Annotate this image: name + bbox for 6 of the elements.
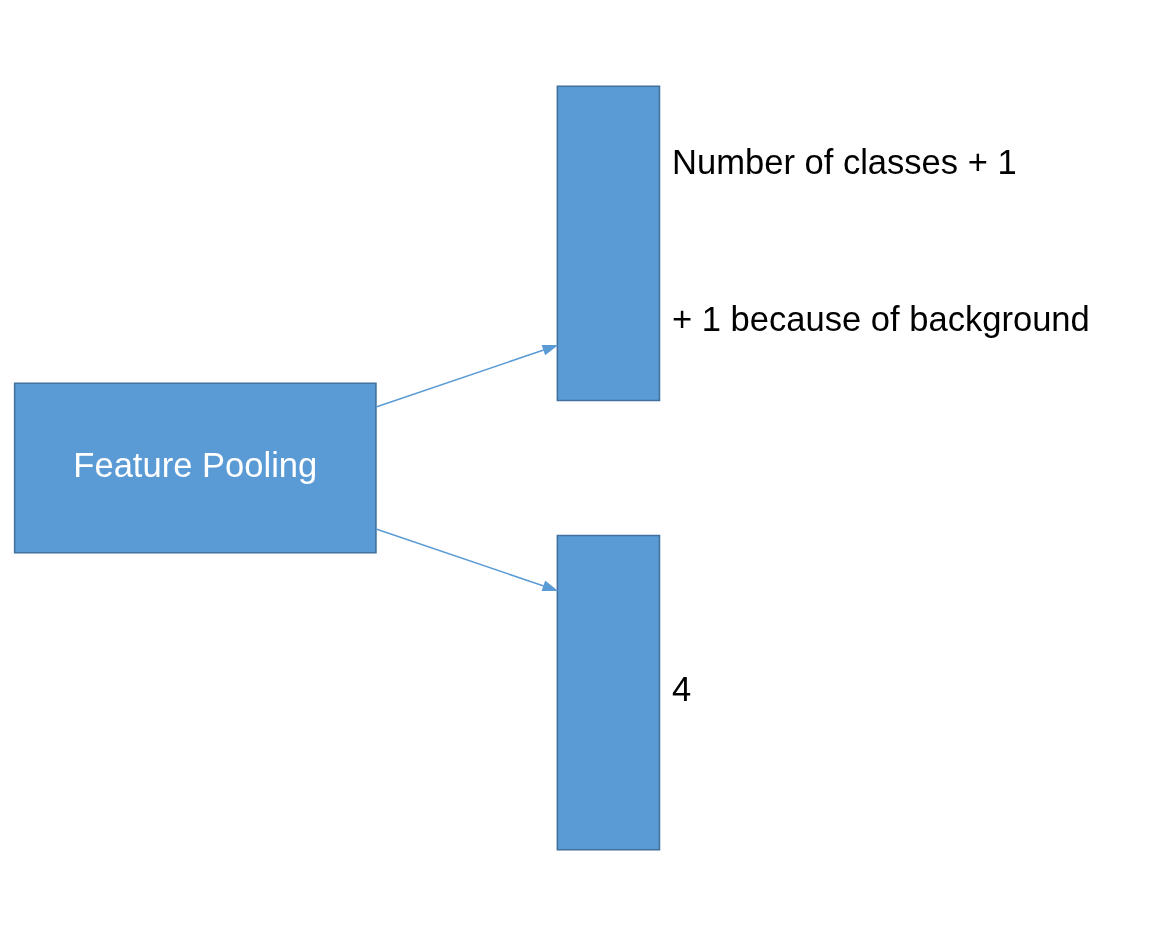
- node-label: 4: [672, 669, 692, 708]
- node-label: + 1 because of background: [672, 299, 1090, 338]
- arrow: [375, 344, 559, 408]
- node-label: Number of classes + 1: [672, 142, 1017, 181]
- node-box: Feature Pooling: [13, 381, 377, 554]
- arrow: [375, 527, 559, 591]
